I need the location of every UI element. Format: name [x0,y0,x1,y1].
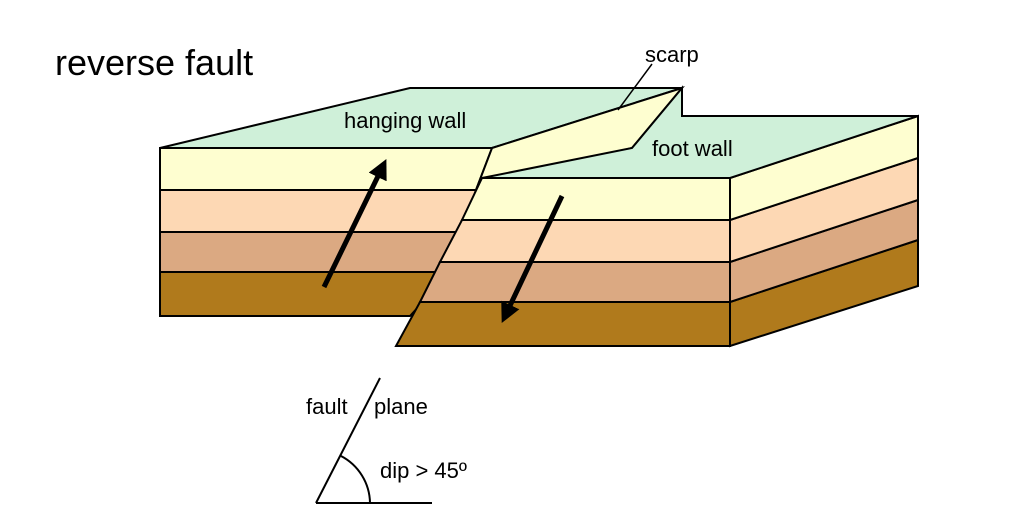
hanging-wall-layer-4 [159,271,453,317]
hanging-wall-label: hanging wall [344,108,467,133]
plane-word-label: plane [374,394,428,419]
hanging-wall-layer-3 [159,231,464,273]
dip-angle-label: dip > 45º [380,458,467,483]
foot-wall-down-arrow [501,194,565,324]
dip-angle-arc [340,455,371,504]
foot-wall-front-layer-1 [460,177,731,221]
hanging-wall-layer-1 [159,147,494,191]
fault-word-label: fault [306,394,348,419]
diagram-title: reverse fault [55,42,254,83]
foot-wall-front-layer-2 [438,219,731,263]
fault-plane-line [315,377,381,504]
foot-wall-block [394,85,919,348]
scarp-label: scarp [645,42,699,67]
dip-angle-inset [315,377,432,504]
hanging-wall-layer-2 [159,189,478,233]
hanging-wall-up-arrow [321,159,387,289]
foot-wall-label: foot wall [652,136,733,161]
foot-wall-front-layer-4 [394,301,731,347]
scarp-leader-line [617,63,653,111]
foot-wall-top-surface [481,85,919,179]
foot-wall-front-layer-3 [418,261,731,303]
